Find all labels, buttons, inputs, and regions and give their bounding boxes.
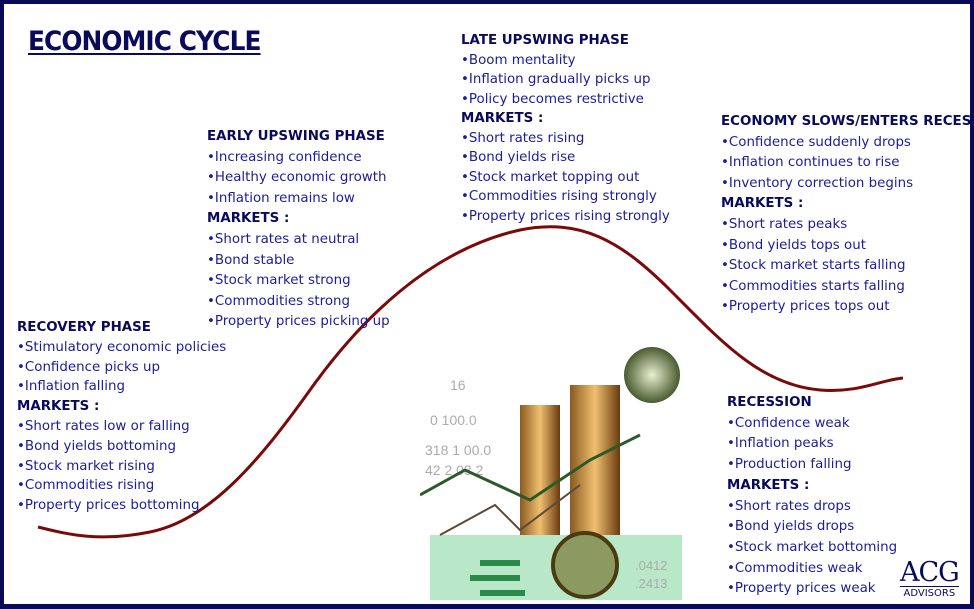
phase-early-upswing: EARLY UPSWING PHASE •Increasing confidenc… <box>207 127 390 333</box>
phase-slowdown: ECONOMY SLOWS/ENTERS RECESSION •Confidenc… <box>721 112 974 318</box>
phase-recession: RECESSION •Confidence weak •Inflation peak… <box>727 393 897 600</box>
market-bullet: •Bond yields bottoming <box>17 438 176 454</box>
page-title: ECONOMIC CYCLE <box>28 26 261 57</box>
finance-collage-image: 16 0 100.0 318 1 00.0 42 2 03.2 .0412 .2413 <box>420 347 682 600</box>
phase-bullet: •Healthy economic growth <box>207 170 387 186</box>
market-bullet: •Property prices weak <box>727 581 876 597</box>
phase-heading: EARLY UPSWING PHASE <box>207 129 385 144</box>
phase-bullet: •Confidence suddenly drops <box>721 134 911 150</box>
phase-bullet: •Inflation peaks <box>727 436 834 452</box>
market-bullet: •Stock market rising <box>17 458 155 474</box>
economic-cycle-line <box>37 225 904 539</box>
phase-bullet: •Boom mentality <box>461 52 576 68</box>
market-bullet: •Bond stable <box>207 252 295 268</box>
svg-text:16: 16 <box>450 377 466 393</box>
phase-heading: RECOVERY PHASE <box>17 320 151 335</box>
market-bullet: •Bond yields tops out <box>721 237 866 253</box>
market-bullet: •Property prices picking up <box>207 314 390 330</box>
market-bullet: •Commodities strong <box>207 293 351 309</box>
phase-heading: LATE UPSWING PHASE <box>461 33 629 48</box>
phase-bullet: •Inventory correction begins <box>721 175 914 191</box>
market-bullet: •Bond yields rise <box>461 150 576 165</box>
market-bullet: •Short rates at neutral <box>207 231 360 247</box>
logo-name: ACG <box>900 557 960 588</box>
market-bullet: •Stock market topping out <box>461 169 640 185</box>
svg-text:42 2 03.2: 42 2 03.2 <box>425 462 484 478</box>
phase-bullet: •Confidence picks up <box>17 359 161 375</box>
market-bullet: •Property prices rising strongly <box>461 208 670 224</box>
svg-text:0 100.0: 0 100.0 <box>430 412 477 428</box>
markets-label: MARKETS : <box>207 211 290 227</box>
market-bullet: •Short rates low or falling <box>17 418 190 434</box>
phase-recovery: RECOVERY PHASE •Stimulatory economic poli… <box>17 318 226 516</box>
phase-heading: RECESSION <box>727 395 812 410</box>
market-bullet: •Commodities starts falling <box>721 278 905 294</box>
market-bullet: •Commodities rising <box>17 478 155 494</box>
phase-bullet: •Confidence weak <box>727 415 850 431</box>
acg-advisors-logo: ACG ADVISORS <box>900 557 960 599</box>
markets-label: MARKETS : <box>721 196 804 212</box>
market-bullet: •Stock market bottoming <box>727 539 898 555</box>
market-bullet: •Short rates drops <box>727 498 851 514</box>
phase-heading: ECONOMY SLOWS/ENTERS RECESSION <box>721 114 974 129</box>
markets-label: MARKETS : <box>17 399 100 415</box>
market-bullet: •Commodities rising strongly <box>461 189 657 204</box>
market-bullet: •Commodities weak <box>727 560 863 576</box>
phase-bullet: •Inflation gradually picks up <box>461 72 651 87</box>
market-bullet: •Bond yields drops <box>727 519 855 535</box>
logo-sub: ADVISORS <box>900 586 959 599</box>
phase-bullet: •Inflation continues to rise <box>721 155 900 171</box>
markets-label: MARKETS : <box>461 111 544 126</box>
market-bullet: •Property prices tops out <box>721 299 890 315</box>
markets-label: MARKETS : <box>727 477 810 493</box>
phase-bullet: •Inflation falling <box>17 379 125 395</box>
market-bullet: •Stock market strong <box>207 273 351 289</box>
phase-bullet: •Policy becomes restrictive <box>461 91 644 107</box>
phase-bullet: •Stimulatory economic policies <box>17 339 227 355</box>
svg-text:318 1 00.0: 318 1 00.0 <box>425 442 491 458</box>
phase-bullet: •Increasing confidence <box>207 149 362 165</box>
svg-text:.0412: .0412 <box>635 558 668 573</box>
phase-bullet: •Production falling <box>727 457 852 473</box>
phase-bullet: •Inflation remains low <box>207 190 355 206</box>
svg-text:.2413: .2413 <box>635 576 668 591</box>
phase-late-upswing: LATE UPSWING PHASE •Boom mentality •Inflat… <box>461 31 670 226</box>
market-bullet: •Property prices bottoming <box>17 498 200 514</box>
market-bullet: •Stock market starts falling <box>721 258 906 274</box>
market-bullet: •Short rates peaks <box>721 216 848 232</box>
market-bullet: •Short rates rising <box>461 130 585 146</box>
